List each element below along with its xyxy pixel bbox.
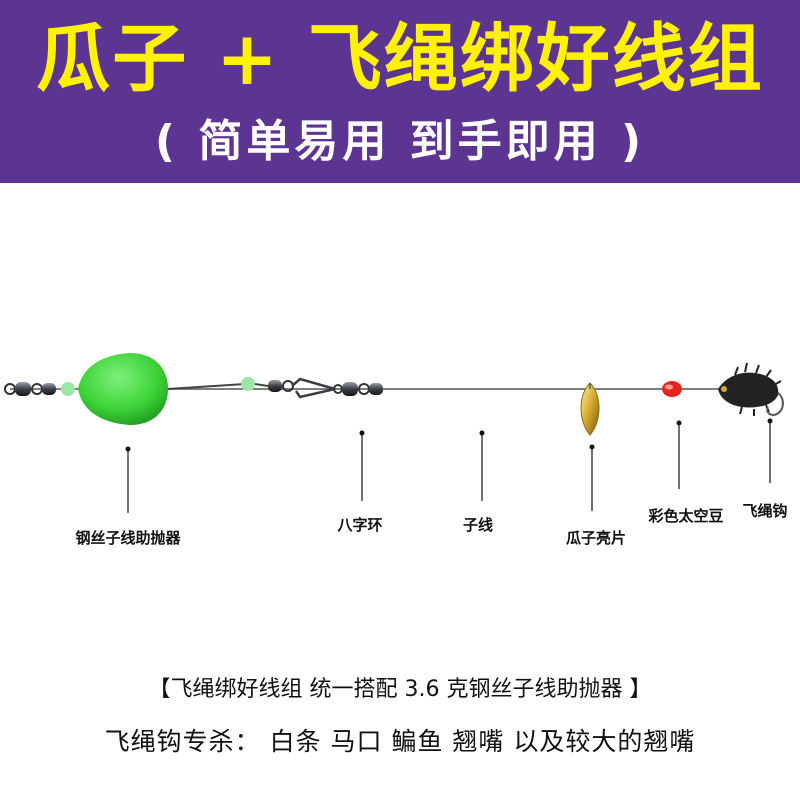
label-figure-eight-swivel: 八字环 (337, 516, 383, 534)
spinner-blade-icon (580, 382, 600, 436)
title-banner: 瓜子 + 飞绳绑好线组 ( 简单易用 到手即用 ) (0, 0, 800, 183)
banner-subtitle: ( 简单易用 到手即用 ) (154, 116, 646, 167)
note-setup: 【飞绳绑好线组 统一搭配 3.6 克钢丝子线助抛器 】 (148, 677, 652, 702)
fly-hook-icon (718, 362, 784, 417)
label-steel-leader-casting-aid: 钢丝子线助抛器 (75, 529, 181, 547)
left-swivel-icon (4, 382, 56, 396)
banner-title: 瓜子 + 飞绳绑好线组 (36, 16, 764, 102)
green-bead-left (61, 382, 75, 396)
figure-eight-swivel-icon (342, 382, 383, 396)
space-bean-icon (662, 381, 682, 397)
green-float-icon (78, 353, 168, 425)
green-bead-right (241, 377, 255, 391)
fishing-rig-illustration (4, 353, 784, 513)
steel-wire (167, 383, 246, 390)
label-space-bean: 彩色太空豆 (648, 507, 724, 525)
label-leader-line: 子线 (462, 516, 494, 534)
note-target-fish: 飞绳钩专杀： 白条 马口 鳊鱼 翘嘴 以及较大的翘嘴 (104, 727, 696, 756)
snap-clip-icon (291, 377, 336, 399)
label-fly-hook: 飞绳钩 (742, 502, 788, 520)
pointer-lines (125, 418, 773, 513)
label-spinner-blade: 瓜子亮片 (565, 529, 627, 547)
